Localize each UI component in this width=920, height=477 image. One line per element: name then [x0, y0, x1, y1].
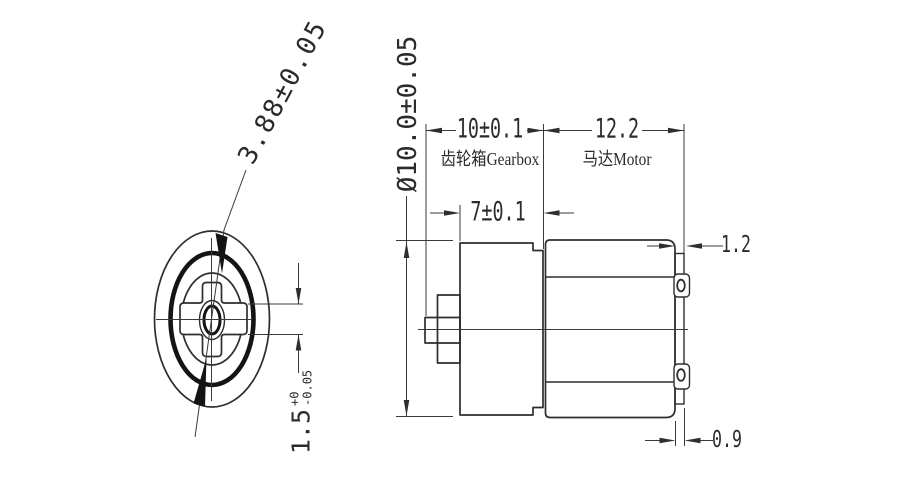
front-top-wedge-arrow — [215, 233, 228, 274]
gearbox-label: 齿轮箱Gearbox — [440, 149, 540, 169]
terminal-plate-dimension — [647, 243, 723, 249]
dim-gearbox-length: 10±0.1 — [456, 113, 524, 145]
motor-length-dimension — [543, 127, 684, 134]
motor-endcap — [674, 252, 685, 405]
dim-slot-tol-upper: +0 — [287, 391, 302, 406]
dim-motor-length: 12.2 — [594, 113, 640, 145]
dim-slot-width: 1.5 +0 -0.05 — [287, 370, 316, 454]
gearbox-body-dimension — [430, 210, 574, 216]
dim-endcap-gap: 0.9 — [712, 427, 742, 453]
dim-terminal-plate: 1.2 — [721, 232, 751, 258]
front-bottom-wedge-arrow — [193, 358, 207, 407]
dim-body-diameter: Ø10.0±0.05 — [393, 35, 423, 193]
motor-can — [544, 239, 676, 419]
gearbox-length-dimension — [426, 127, 544, 134]
front-outer-rim — [153, 230, 271, 408]
terminal-tab-top — [673, 273, 691, 298]
terminal-hole-bottom — [676, 368, 686, 382]
diameter-dimension — [396, 196, 453, 417]
dim-gearbox-body-length: 7±0.1 — [470, 196, 526, 228]
terminal-tab-bottom — [673, 363, 691, 390]
terminal-hole-top — [676, 278, 686, 293]
endcap-gap-dimension — [645, 437, 713, 444]
side-view — [396, 124, 723, 446]
front-slot-dimension — [248, 263, 303, 373]
motor-label: 马达Motor — [582, 149, 652, 169]
dim-slot-main: 1.5 — [286, 408, 316, 455]
gearbox-housing — [459, 242, 544, 416]
output-shaft — [424, 316, 461, 344]
dim-slot-tolerance: +0 -0.05 — [287, 369, 314, 406]
dim-slot-tol-lower: -0.05 — [300, 369, 314, 406]
front-view — [153, 169, 303, 438]
